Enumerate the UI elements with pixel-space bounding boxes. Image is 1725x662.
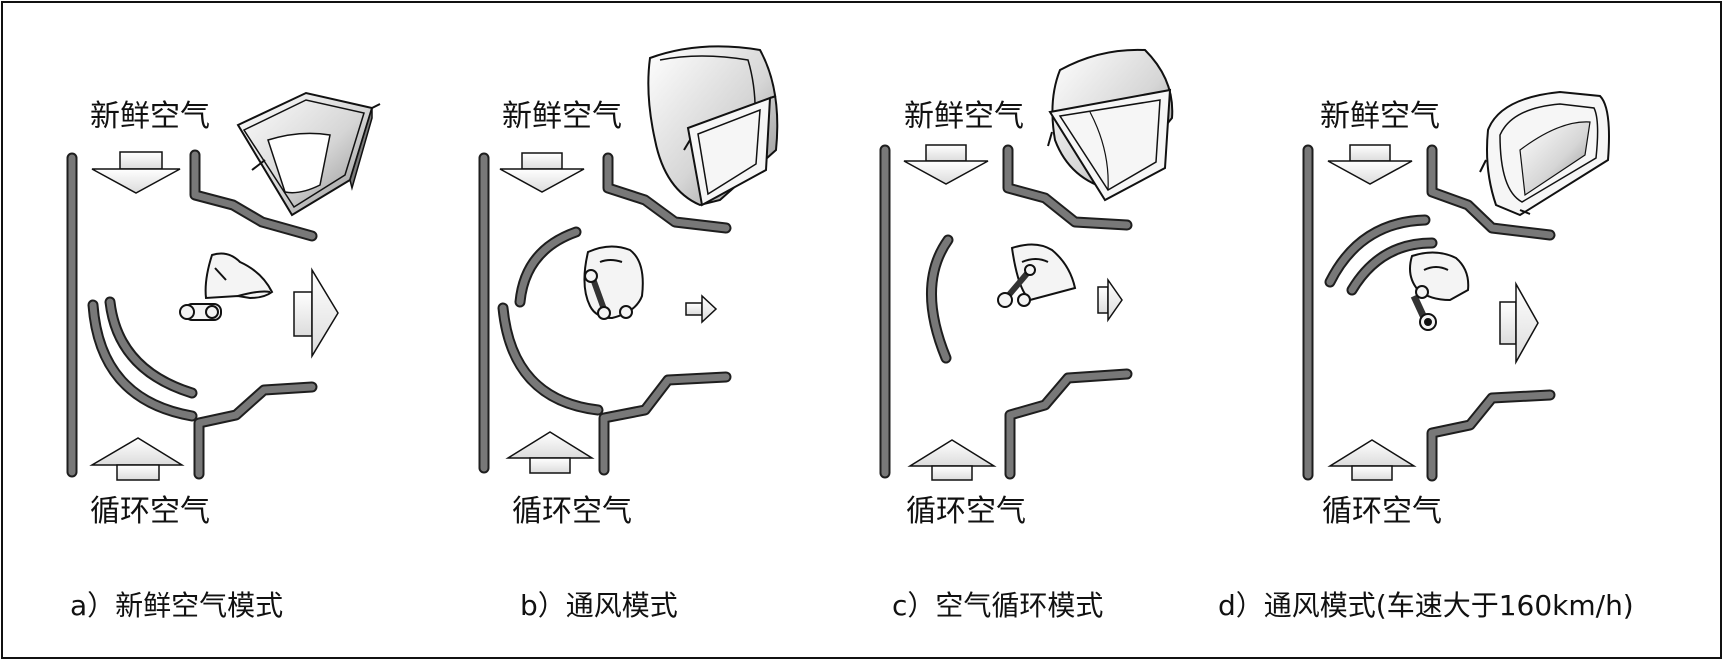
- outlet-arrow: [1097, 277, 1123, 323]
- air-flap-mechanism: [1409, 251, 1470, 331]
- panel-a: [66, 91, 381, 481]
- panel-c-recirc-air-label: 循环空气: [906, 494, 1026, 529]
- air-flap-mechanism: [179, 252, 274, 321]
- panel-a-recirc-air-label: 循环空气: [90, 494, 210, 529]
- fresh-air-inlet-arrow: [499, 152, 585, 193]
- duct-walls: [1302, 144, 1556, 482]
- fresh-air-inlet-arrow: [903, 144, 989, 185]
- recirc-air-inlet-arrow: [907, 439, 997, 481]
- duct-walls: [66, 149, 318, 480]
- panel-b-fresh-air-label: 新鲜空气: [502, 99, 622, 134]
- panel-c-caption: c）空气循环模式: [892, 589, 1104, 622]
- panel-c: [879, 48, 1174, 481]
- panel-d-caption: d）通风模式(车速大于160km/h): [1218, 589, 1634, 622]
- fresh-air-flap-box: [1047, 48, 1174, 202]
- recirc-air-inlet-arrow: [89, 437, 185, 481]
- fresh-air-flap-box: [236, 91, 381, 217]
- recirc-air-inlet-arrow: [1327, 439, 1417, 481]
- panel-d-fresh-air-label: 新鲜空气: [1320, 99, 1440, 134]
- recirc-air-inlet-arrow: [505, 431, 595, 474]
- fresh-air-flap-box: [1479, 90, 1610, 217]
- air-flap-mechanism: [583, 245, 644, 320]
- duct-walls: [478, 152, 732, 476]
- fresh-air-flap-box: [647, 45, 779, 207]
- outlet-arrow: [293, 267, 339, 359]
- air-flap-mechanism: [997, 243, 1077, 308]
- duct-walls: [879, 144, 1133, 480]
- outlet-arrow: [1499, 281, 1539, 365]
- panel-c-fresh-air-label: 新鲜空气: [904, 99, 1024, 134]
- panel-d: [1302, 90, 1610, 482]
- panel-b: [478, 45, 779, 476]
- panel-a-caption: a）新鲜空气模式: [70, 589, 284, 622]
- panel-b-caption: b）通风模式: [520, 589, 678, 622]
- fresh-air-inlet-arrow: [91, 151, 181, 194]
- fresh-air-inlet-arrow: [1327, 144, 1413, 185]
- panel-d-recirc-air-label: 循环空气: [1322, 494, 1442, 529]
- panel-b-recirc-air-label: 循环空气: [512, 494, 632, 529]
- outlet-arrow: [685, 294, 718, 324]
- panel-a-fresh-air-label: 新鲜空气: [90, 99, 210, 134]
